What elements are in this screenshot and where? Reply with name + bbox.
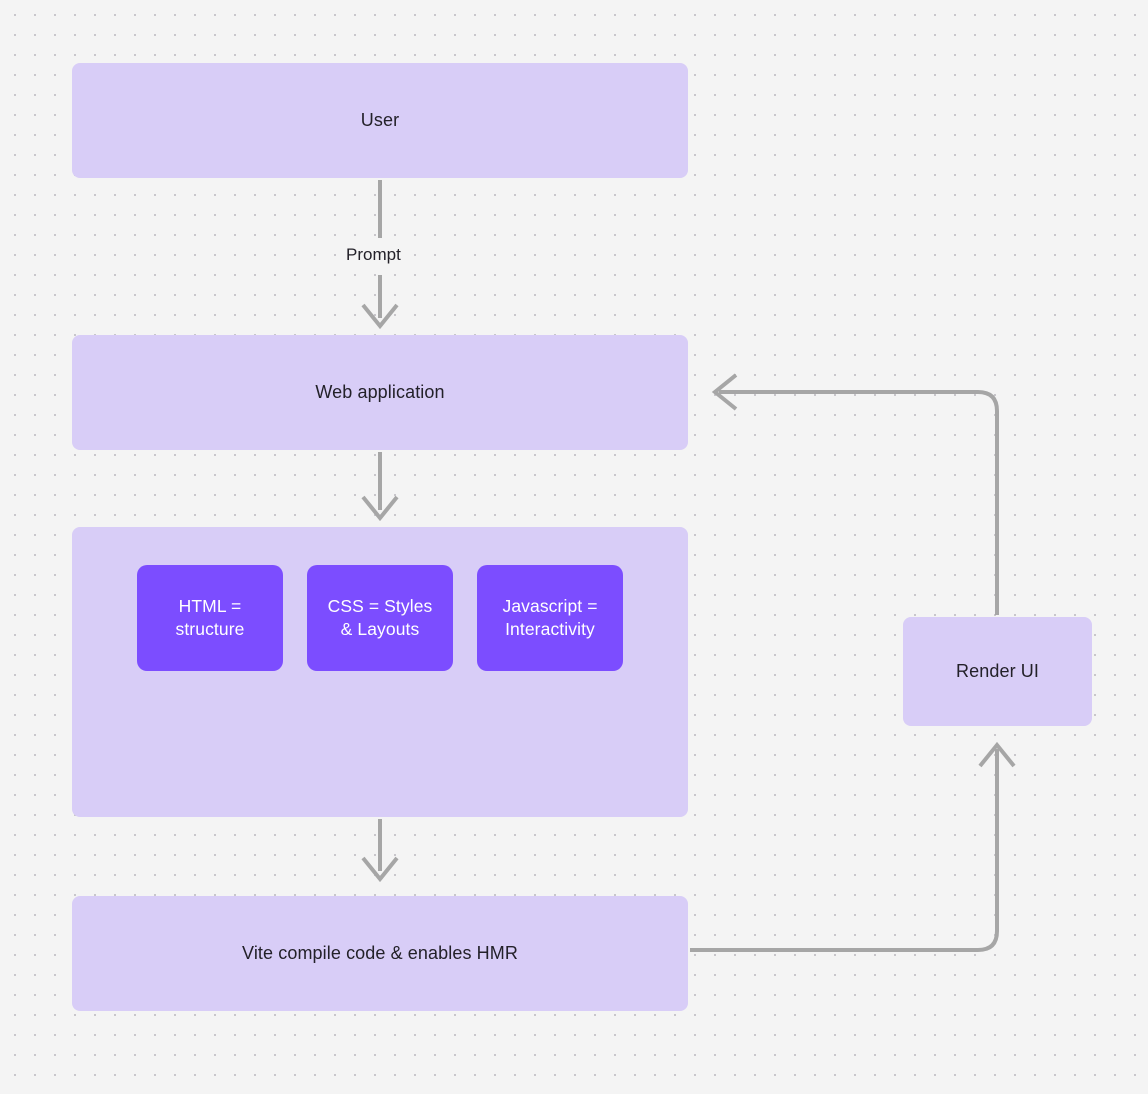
edge-webapp-to-react bbox=[361, 452, 399, 522]
node-css-label: CSS = Styles & Layouts bbox=[327, 595, 433, 639]
node-vite[interactable]: Vite compile code & enables HMR bbox=[72, 896, 688, 1011]
edge-render-to-webapp bbox=[711, 373, 999, 615]
node-html-label: HTML = structure bbox=[175, 595, 245, 639]
edge-react-to-vite bbox=[361, 819, 399, 883]
node-javascript-label: Javascript = Interactivity bbox=[502, 595, 598, 639]
node-html[interactable]: HTML = structure bbox=[137, 565, 283, 671]
node-user-label: User bbox=[360, 110, 400, 130]
node-javascript[interactable]: Javascript = Interactivity bbox=[477, 565, 623, 671]
node-render-ui[interactable]: Render UI bbox=[903, 617, 1092, 726]
edge-vite-to-render bbox=[690, 741, 1016, 952]
node-vite-label: Vite compile code & enables HMR bbox=[242, 943, 518, 963]
node-css[interactable]: CSS = Styles & Layouts bbox=[307, 565, 453, 671]
node-render-ui-label: Render UI bbox=[956, 661, 1039, 681]
node-user[interactable]: User bbox=[72, 63, 688, 178]
edge-label-prompt: Prompt bbox=[340, 245, 407, 265]
node-web-application[interactable]: Web application bbox=[72, 335, 688, 450]
node-web-application-label: Web application bbox=[315, 382, 445, 402]
